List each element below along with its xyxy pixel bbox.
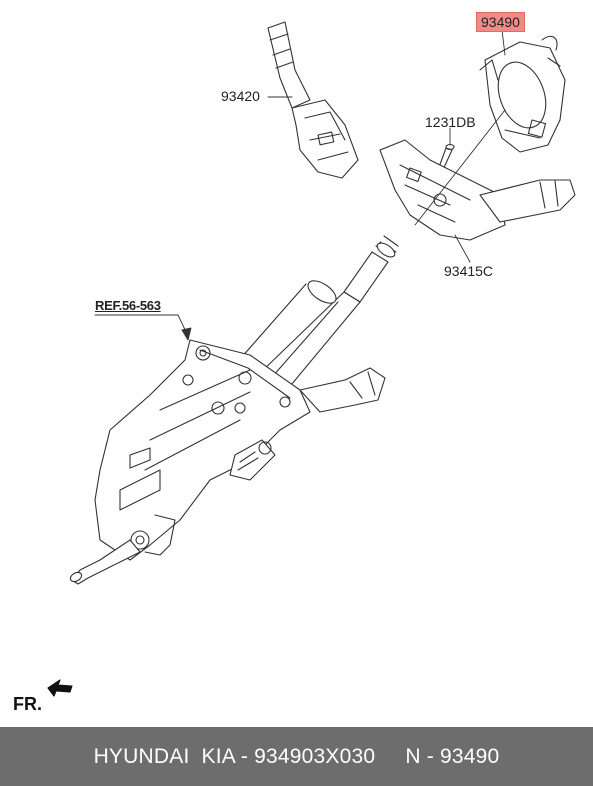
label-ref: REF.56-563 xyxy=(95,298,161,313)
label-93420: 93420 xyxy=(221,88,260,104)
footer-brand: HYUNDAI KIA - 934903X030 xyxy=(93,744,376,768)
footer-code: N - 93490 xyxy=(405,744,500,768)
switch-93420 xyxy=(267,21,359,179)
footer-banner: HYUNDAI KIA - 934903X030 N - 93490 xyxy=(0,727,593,786)
label-93415C: 93415C xyxy=(444,263,494,279)
switch-93415C xyxy=(379,139,576,241)
front-arrow-icon xyxy=(47,679,73,697)
leader-lines xyxy=(94,29,506,341)
clock-spring-93490 xyxy=(479,35,566,153)
direction-label: FR. xyxy=(13,694,42,714)
steering-column-diagram xyxy=(47,21,576,697)
steering-column xyxy=(69,235,399,585)
label-93490: 93490 xyxy=(476,12,525,32)
label-1231DB: 1231DB xyxy=(425,114,476,130)
